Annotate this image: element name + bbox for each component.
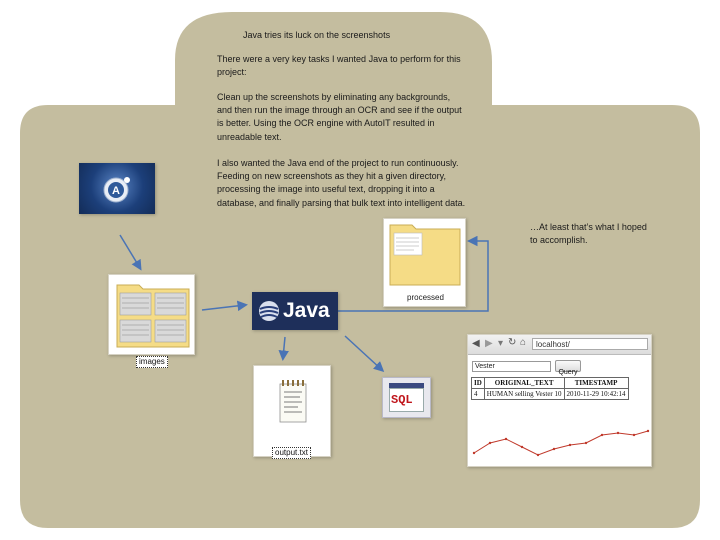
reload-icon[interactable]: ↻ bbox=[508, 337, 517, 348]
intro-paragraph: There were a very key tasks I wanted Jav… bbox=[217, 54, 461, 78]
arrow-java-to-processed bbox=[338, 235, 489, 312]
table-header-row: ID ORIGINAL_TEXT TIMESTAMP bbox=[471, 377, 629, 389]
images-folder-label: images bbox=[136, 356, 168, 368]
query-button[interactable]: Query bbox=[555, 360, 581, 376]
back-icon[interactable]: ◀ bbox=[472, 338, 480, 349]
sql-icon: SQL bbox=[382, 377, 431, 418]
address-text: localhost/ bbox=[536, 340, 570, 349]
notepad-icon bbox=[279, 380, 307, 423]
side-note: …At least that’s what I hoped to accompl… bbox=[530, 222, 647, 246]
sql-window-titlebar bbox=[389, 383, 424, 388]
column-header-id: ID bbox=[471, 377, 485, 389]
cell-original-text: HUMAN selling Vester 10 bbox=[483, 388, 565, 400]
cell-id: 4 bbox=[471, 388, 485, 400]
dropdown-icon[interactable]: ▾ bbox=[498, 338, 504, 349]
svg-text:A: A bbox=[112, 185, 120, 197]
price-trend-line bbox=[473, 430, 649, 456]
column-header-timestamp: TIMESTAMP bbox=[563, 377, 629, 389]
query-button-label: Query bbox=[558, 369, 578, 376]
app-icon: A bbox=[79, 163, 155, 214]
browser-toolbar: ◀ ▶ ▾ ↻ ⌂ localhost/ bbox=[468, 335, 651, 355]
autoit-logo-icon: A bbox=[103, 177, 130, 203]
sql-icon-label: SQL bbox=[391, 393, 413, 407]
price-trend-chart bbox=[472, 429, 650, 457]
images-folder: images bbox=[108, 274, 195, 368]
address-bar[interactable]: localhost/ bbox=[532, 338, 648, 350]
price-trend-points bbox=[472, 429, 650, 457]
browser-screenshot: ◀ ▶ ▾ ↻ ⌂ localhost/ Vester Query ID ORI… bbox=[467, 334, 652, 467]
table-row: 4 HUMAN selling Vester 10 2010-11-29 10:… bbox=[471, 388, 629, 400]
folder-icon bbox=[116, 284, 190, 348]
output-file-label: output.txt bbox=[272, 447, 311, 459]
page-title: Java tries its luck on the screenshots bbox=[243, 30, 391, 40]
search-input[interactable]: Vester bbox=[472, 361, 551, 372]
java-logo: Java bbox=[252, 292, 338, 330]
forward-icon[interactable]: ▶ bbox=[485, 338, 493, 349]
processed-folder-label: processed bbox=[407, 293, 444, 302]
output-file: output.txt bbox=[253, 365, 331, 459]
home-icon[interactable]: ⌂ bbox=[520, 337, 527, 348]
sql-window-body bbox=[389, 388, 424, 412]
folder-icon bbox=[389, 224, 461, 286]
java-logo-text: Java bbox=[283, 299, 330, 322]
arrow-images-to-java bbox=[201, 300, 248, 312]
task-cleanup-paragraph: Clean up the screenshots by eliminating … bbox=[217, 92, 462, 142]
cell-timestamp: 2010-11-29 10:42:14 bbox=[563, 388, 629, 400]
task-continuous-paragraph: I also wanted the Java end of the projec… bbox=[217, 158, 466, 208]
arrow-java-to-sql bbox=[344, 335, 385, 373]
column-header-original-text: ORIGINAL_TEXT bbox=[483, 377, 565, 389]
processed-folder: processed bbox=[383, 218, 466, 307]
results-table: ID ORIGINAL_TEXT TIMESTAMP 4 HUMAN selli… bbox=[471, 377, 629, 400]
arrow-app-to-images bbox=[119, 234, 142, 271]
java-sphere-icon bbox=[259, 301, 279, 321]
arrow-java-to-output bbox=[278, 336, 289, 361]
search-input-value: Vester bbox=[475, 363, 495, 370]
